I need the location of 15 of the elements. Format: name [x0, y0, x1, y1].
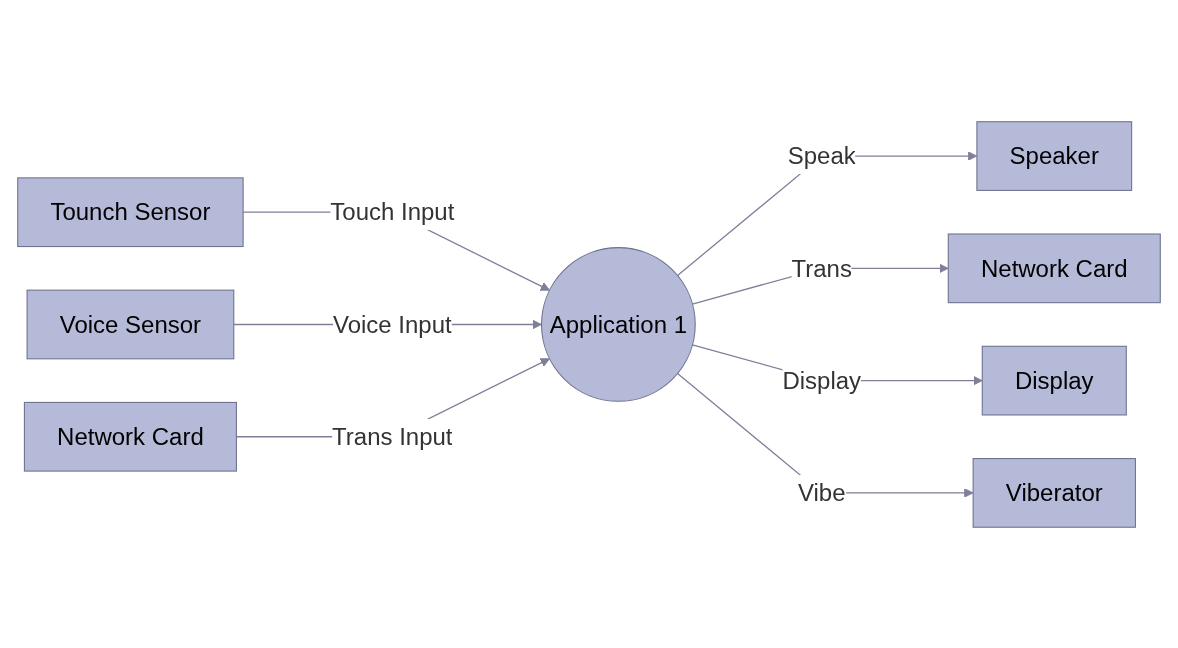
- edge-label: Trans: [791, 254, 852, 282]
- node-box: Voice Sensor: [26, 289, 235, 359]
- edge-label: Speak: [787, 141, 856, 170]
- edge-label: Trans Input: [332, 422, 453, 450]
- edge-label: Vibe: [797, 478, 846, 507]
- edge-label: Display: [782, 366, 862, 394]
- node-box: Network Card: [947, 232, 1161, 303]
- edge-label: Touch Input: [330, 198, 455, 226]
- node-box: Display: [981, 345, 1127, 415]
- node-box: Network Card: [23, 401, 237, 472]
- node-box: Viberator: [972, 457, 1136, 528]
- node-box: Speaker: [976, 120, 1133, 191]
- edge-label: Voice Input: [332, 310, 452, 338]
- node-box: Tounch Sensor: [17, 176, 244, 247]
- node-circle: Application 1: [541, 246, 696, 402]
